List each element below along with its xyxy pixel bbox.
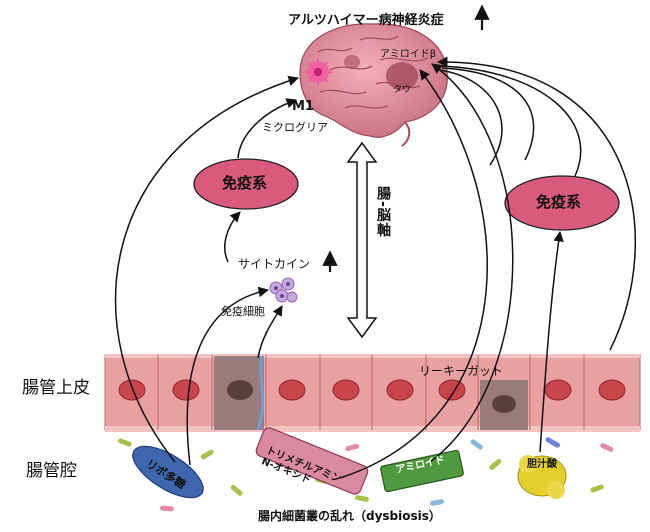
intestinal-epithelium-label: 腸管上皮 xyxy=(22,378,90,398)
intestinal-epithelium xyxy=(104,354,641,432)
m1-microglia-icon xyxy=(304,58,332,86)
brain-illustration xyxy=(299,23,448,147)
amyloid-beta-label: アミロイドβ xyxy=(380,49,437,60)
immune-system-left-ellipse xyxy=(193,158,299,210)
amyloid-block xyxy=(380,449,464,493)
gut-brain-axis-double-arrow xyxy=(346,141,378,339)
intestinal-lumen-label: 腸管腔 xyxy=(26,461,77,481)
pathway-arrows xyxy=(114,56,637,479)
immune-system-right-label: 免疫系 xyxy=(536,193,582,211)
bile-acid-label: 胆汁酸 xyxy=(527,459,557,470)
title-alzheimers-neuroinflammation: アルツハイマー病神経炎症 xyxy=(288,13,444,28)
m1-label: M1 xyxy=(292,99,314,114)
cytokine-label: サイトカイン xyxy=(238,257,311,271)
immune-cells-label: 免疫細胞 xyxy=(221,305,265,318)
immune-system-right-ellipse xyxy=(504,175,620,231)
leaky-gut-label: リーキーガット xyxy=(419,364,504,378)
dysbiosis-label: 腸内細菌叢の乱れ（dysbiosis） xyxy=(258,509,441,523)
immune-cells-icon xyxy=(269,277,298,303)
immune-system-left-label: 免疫系 xyxy=(222,174,268,192)
lps-capsule xyxy=(132,445,204,499)
bile-acid-blob xyxy=(517,455,567,499)
microglia-label: ミクログリア xyxy=(262,121,328,134)
gut-brain-axis-label: 腸-脳軸 xyxy=(375,186,391,238)
tau-label: タウ xyxy=(393,85,412,95)
